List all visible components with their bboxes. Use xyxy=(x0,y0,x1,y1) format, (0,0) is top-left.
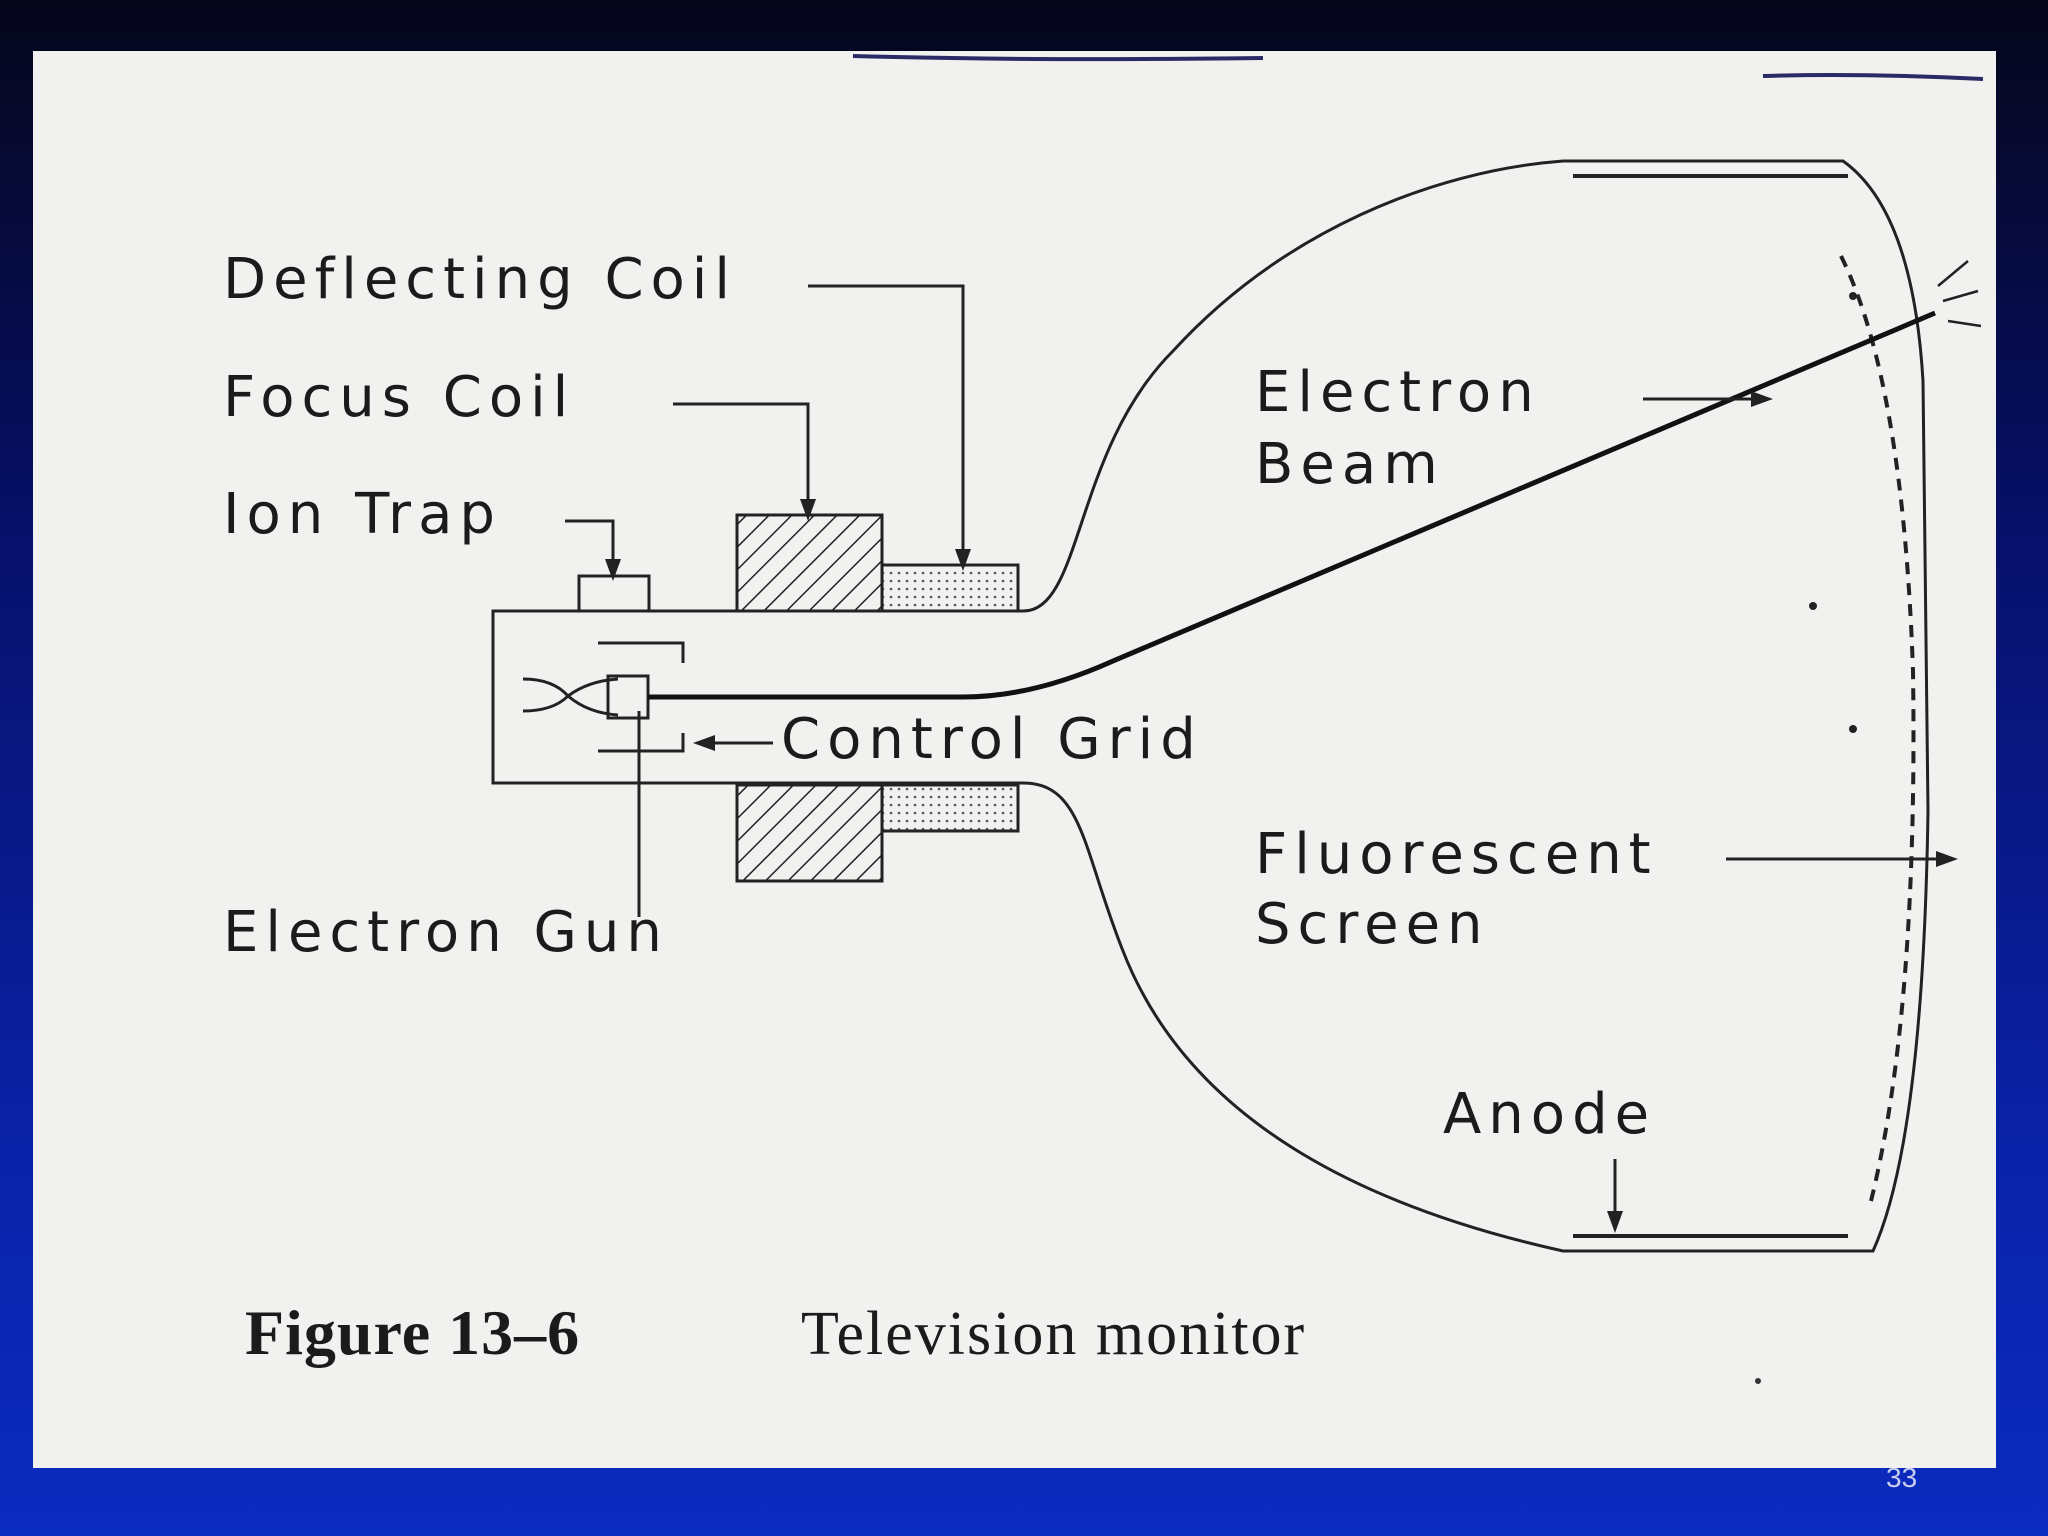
label-deflecting-coil: Deflecting Coil xyxy=(223,247,737,312)
crt-diagram xyxy=(491,54,1984,1384)
focus-coil-top xyxy=(735,513,884,613)
label-control-grid: Control Grid xyxy=(781,707,1203,772)
label-fluorescent-screen-1: Fluorescent xyxy=(1255,822,1658,887)
pen-mark xyxy=(852,54,1264,62)
label-electron-beam-2: Beam xyxy=(1255,432,1445,497)
slide-page-number: 33 xyxy=(1886,1462,1918,1493)
ion-trap-magnet xyxy=(577,574,651,613)
deflecting-coil-top xyxy=(880,563,1020,613)
figure-number: Figure 13–6 xyxy=(245,1297,581,1368)
label-electron-gun: Electron Gun xyxy=(223,900,669,965)
figure-title: Television monitor xyxy=(801,1300,1307,1368)
label-anode: Anode xyxy=(1443,1082,1657,1147)
label-ion-trap: Ion Trap xyxy=(223,482,502,547)
focus-coil-bottom xyxy=(735,783,884,883)
label-electron-beam-1: Electron xyxy=(1255,360,1541,425)
crt-envelope xyxy=(491,159,1930,1253)
fluorescent-screen-shape xyxy=(1839,255,1916,1202)
label-focus-coil: Focus Coil xyxy=(223,365,576,430)
electron-beam xyxy=(648,310,1936,700)
electron-gun xyxy=(522,641,685,753)
pen-mark xyxy=(1762,73,1984,81)
deflecting-coil-bottom xyxy=(880,783,1020,833)
scanned-figure: Deflecting Coil Focus Coil Ion Trap Elec… xyxy=(33,51,1996,1468)
label-fluorescent-screen-2: Screen xyxy=(1255,892,1490,957)
